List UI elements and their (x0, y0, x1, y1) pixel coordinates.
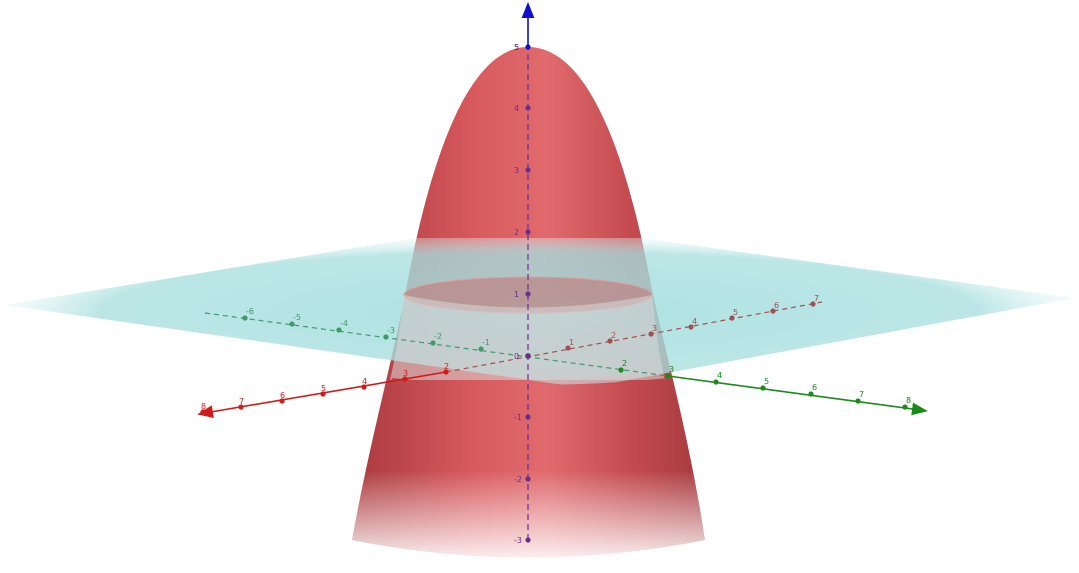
z-axis--2-label: -2 (514, 475, 522, 484)
y-axis-5-tick (760, 385, 766, 391)
z-axis--3-label: -3 (514, 536, 522, 545)
y-axis-back--1-label: -1 (482, 338, 490, 347)
x-axis-5-tick (320, 391, 326, 397)
y-axis-back--3-label: -3 (387, 326, 395, 335)
x-axis-2-label: 2 (444, 362, 449, 371)
x-axis-back-5-label: 5 (733, 308, 738, 317)
y-axis-back--3-tick (383, 334, 389, 340)
y-axis-hidden (204, 312, 669, 377)
z-axis-0-tick (525, 353, 531, 359)
y-axis-2-label: 2 (622, 359, 627, 368)
x-axis-back-3-tick (648, 331, 654, 337)
x-axis-back-1-tick (565, 345, 571, 351)
z-axis--3-tick (525, 537, 531, 543)
y-axis-6-tick (808, 391, 814, 397)
y-axis-2-tick (618, 367, 624, 373)
y-axis-3-tick (665, 373, 671, 379)
x-axis-4-tick (361, 384, 367, 390)
y-axis-back--1-tick (478, 346, 484, 352)
y-axis-7-tick (855, 398, 861, 404)
x-axis-6-label: 6 (280, 391, 285, 400)
y-axis-8-tick (902, 404, 908, 410)
y-axis-back--5-tick (289, 321, 295, 327)
y-axis-back--6-tick (242, 315, 248, 321)
z-axis-3-tick (525, 167, 531, 173)
x-axis-back-2-tick (607, 338, 613, 344)
x-axis-4-label: 4 (362, 377, 367, 386)
z-axis-5-tick (525, 44, 531, 50)
x-axis-8-label: 8 (201, 402, 206, 411)
y-axis-4-tick (713, 379, 719, 385)
x-axis-back-2-label: 2 (611, 331, 616, 340)
surface-fade (340, 470, 720, 569)
x-axis-back-4-tick (688, 324, 694, 330)
z-axis-2-tick (525, 229, 531, 235)
z-axis-4-tick (525, 105, 531, 111)
x-axis-5-label: 5 (321, 384, 326, 393)
y-axis-back--6-label: -6 (246, 307, 254, 316)
x-axis-back-5-tick (729, 315, 735, 321)
z-axis-3-label: 3 (514, 166, 519, 175)
z-axis-0-label: 0 (514, 352, 519, 361)
y-axis-3-label: 3 (669, 365, 674, 374)
z-axis--2-tick (525, 476, 531, 482)
z-axis-4-label: 4 (514, 104, 519, 113)
x-axis-back-6-label: 6 (774, 301, 779, 310)
x-axis-hidden (445, 301, 823, 373)
x-axis-2-tick (443, 369, 449, 375)
z-axis--1-label: -1 (514, 413, 522, 422)
y-axis-7-label: 7 (859, 390, 864, 399)
y-axis-5-label: 5 (764, 377, 769, 386)
y-axis[interactable] (667, 375, 928, 416)
y-axis-back--2-label: -2 (434, 332, 442, 341)
z-axis-1-tick (525, 291, 531, 297)
z-axis-2-label: 2 (514, 228, 519, 237)
z-axis--1-tick (525, 414, 531, 420)
x-axis-back-3-label: 3 (652, 324, 657, 333)
y-axis-back--5-label: -5 (293, 313, 301, 322)
x-axis-back-1-label: 1 (569, 338, 574, 347)
x-axis-back-4-label: 4 (692, 317, 697, 326)
x-axis-3-tick (402, 376, 408, 382)
x-axis-7-tick (238, 404, 244, 410)
y-axis-back--4-label: -4 (340, 319, 348, 328)
x-axis-back-6-tick (770, 308, 776, 314)
z-axis-1-label: 1 (514, 290, 519, 299)
tick-group: 8 7 6 5 4 3 2 1 2 3 4 5 6 7 2 3 4 5 6 7 8 -6 -5 -4 -3 -2 -1 5 4 3 2 1 0 -… (200, 43, 911, 545)
y-axis-back--4-tick (336, 327, 342, 333)
x-axis-6-tick (279, 398, 285, 404)
y-axis-8-label: 8 (906, 396, 911, 405)
z-axis-5-label: 5 (514, 43, 519, 52)
x-axis-3-label: 3 (403, 369, 408, 378)
x-axis-back-7-label: 7 (814, 294, 819, 303)
y-axis-6-label: 6 (812, 383, 817, 392)
x-axis-7-label: 7 (239, 397, 244, 406)
x-axis-back-7-tick (810, 301, 816, 307)
y-axis-back--2-tick (430, 340, 436, 346)
x-axis-8-tick (200, 409, 206, 415)
y-axis-4-label: 4 (717, 371, 722, 380)
